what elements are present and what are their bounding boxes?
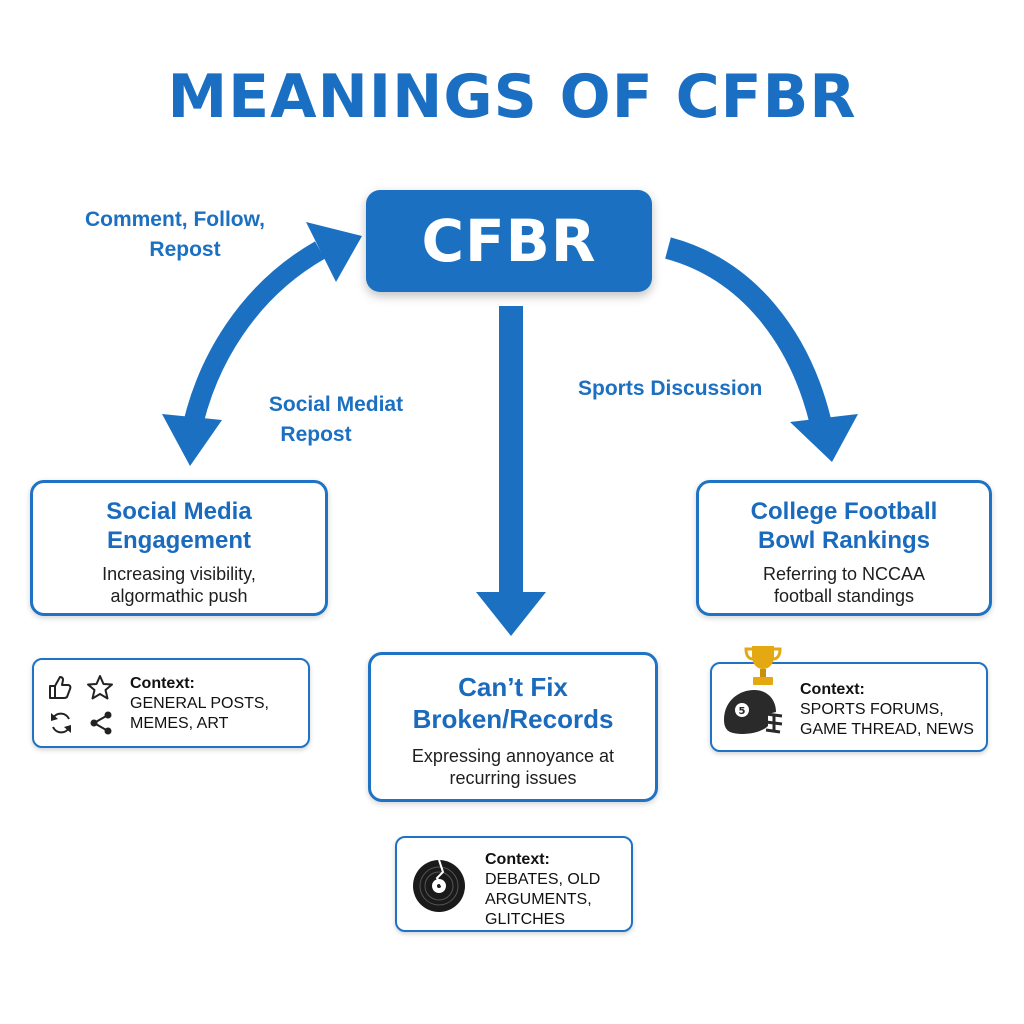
broken-record-icon xyxy=(413,859,465,912)
node-title: Can’t Fix xyxy=(458,672,568,702)
context-text: Context: DEBATES, OLD ARGUMENTS, GLITCHE… xyxy=(485,850,600,930)
node-college-football-bowl-rankings: College Football Bowl Rankings Referring… xyxy=(696,480,992,616)
node-title: Engagement xyxy=(106,527,252,554)
edge-label-social-media-repost: Social Mediat Repost xyxy=(236,390,436,450)
context-box-football: 5 Context: SPORTS FORUMS, GAME THREAD, N… xyxy=(710,662,988,752)
refresh-icon xyxy=(51,712,71,734)
node-title: Broken/Records xyxy=(412,704,614,734)
node-cant-fix-broken-records: Can’t Fix Broken/Records Expressing anno… xyxy=(368,652,658,802)
context-line: DEBATES, OLD xyxy=(485,871,601,888)
center-node-label: CFBR xyxy=(421,207,597,275)
edge-label-comment-follow-repost: Comment, Follow, Repost xyxy=(60,205,290,265)
share-icon xyxy=(90,711,112,735)
context-line: GAME THREAD, NEWS xyxy=(800,721,974,738)
node-social-media-engagement: Social Media Engagement Increasing visib… xyxy=(30,480,328,616)
football-helmet-icon: 5 xyxy=(724,690,783,734)
context-line: SPORTS FORUMS, xyxy=(800,701,944,718)
context-heading: Context: xyxy=(485,851,550,868)
node-title: Bowl Rankings xyxy=(757,527,931,554)
node-title: Social Media xyxy=(106,498,252,525)
edge-label-line: Comment, Follow, xyxy=(84,208,266,231)
context-text: Context: GENERAL POSTS, MEMES, ART xyxy=(130,674,269,734)
node-description: Expressing annoyance at xyxy=(411,746,615,766)
context-box-broken: Context: DEBATES, OLD ARGUMENTS, GLITCHE… xyxy=(395,836,633,932)
trophy-icon xyxy=(744,646,782,685)
thumbs-up-icon xyxy=(49,676,72,699)
context-line: GLITCHES xyxy=(485,911,566,928)
arrow-right xyxy=(664,237,831,423)
edge-label-line: Repost xyxy=(280,423,352,446)
svg-text:5: 5 xyxy=(739,706,746,717)
context-heading: Context: xyxy=(800,681,865,698)
star-icon xyxy=(87,675,113,700)
edge-label-line: Repost xyxy=(149,238,221,261)
node-description: algormathic push xyxy=(110,586,248,606)
node-title: College Football xyxy=(750,498,938,525)
context-heading: Context: xyxy=(130,675,195,692)
arrow-left-double xyxy=(180,241,326,440)
context-text: Context: SPORTS FORUMS, GAME THREAD, NEW… xyxy=(800,680,974,740)
node-description: Increasing visibility, xyxy=(102,564,256,584)
edge-label-line: Social Mediat xyxy=(268,393,404,416)
arrowhead-right xyxy=(790,414,858,462)
context-box-social: Context: GENERAL POSTS, MEMES, ART xyxy=(32,658,310,748)
node-description: recurring issues xyxy=(449,768,577,788)
arrow-center-shaft xyxy=(499,306,523,596)
arrowhead-center xyxy=(476,592,546,636)
node-description: Referring to NCCAA xyxy=(762,564,926,584)
arrowhead-left-top xyxy=(306,222,362,282)
edge-label-sports-discussion: Sports Discussion xyxy=(578,377,763,400)
context-line: ARGUMENTS, xyxy=(485,891,592,908)
context-line: MEMES, ART xyxy=(130,715,229,732)
node-description: football standings xyxy=(773,586,915,606)
context-line: GENERAL POSTS, xyxy=(130,695,269,712)
arrowhead-left-bottom xyxy=(162,414,222,466)
page-title: MEANINGS OF CFBR xyxy=(167,62,857,132)
center-node-cfbr: CFBR xyxy=(366,190,652,292)
